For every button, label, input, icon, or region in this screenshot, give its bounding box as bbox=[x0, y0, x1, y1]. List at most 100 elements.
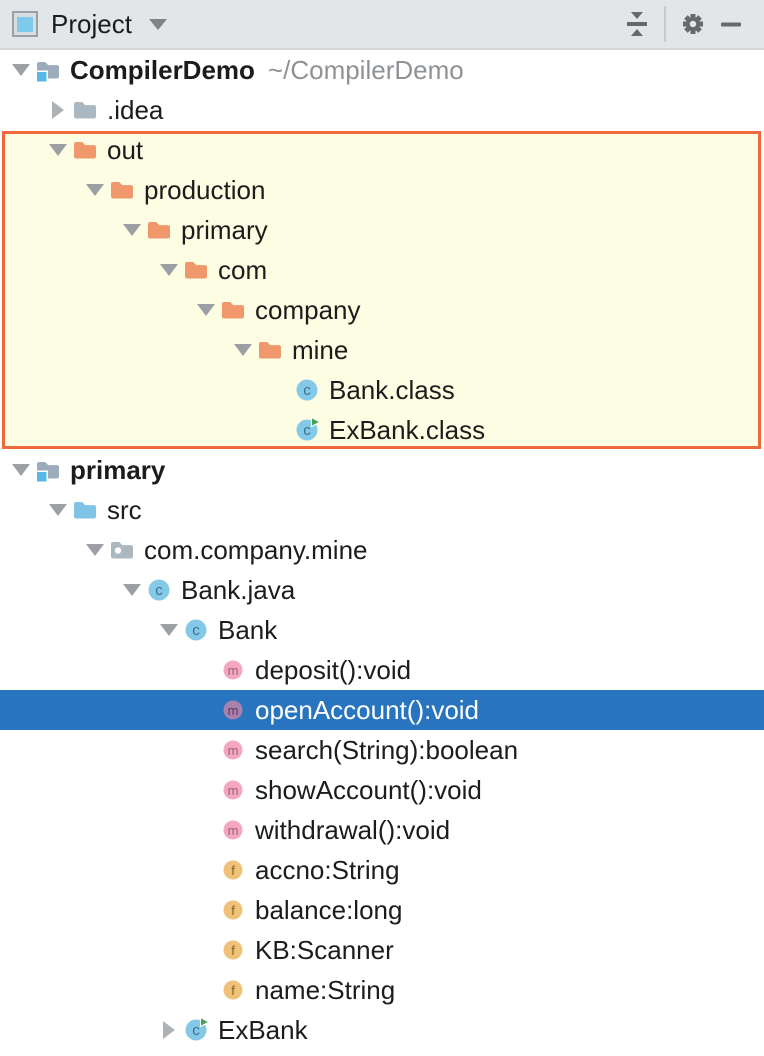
tree-row-label: .idea bbox=[107, 95, 164, 125]
tree-row-label: balance:long bbox=[255, 895, 403, 925]
chevron-spacer bbox=[267, 370, 293, 410]
svg-text:m: m bbox=[228, 743, 239, 758]
module-icon bbox=[35, 457, 61, 483]
svg-text:f: f bbox=[231, 943, 235, 958]
tree-row-label: src bbox=[107, 495, 142, 525]
indent-spacer bbox=[0, 510, 45, 511]
chevron-down-icon[interactable] bbox=[45, 130, 71, 170]
tree-row[interactable]: f balance:long bbox=[0, 890, 764, 930]
project-view-selector[interactable]: Project bbox=[12, 9, 167, 40]
method-icon: m bbox=[220, 697, 246, 723]
tree-row-label: search(String):boolean bbox=[255, 735, 519, 765]
tree-row-label: out bbox=[107, 135, 144, 165]
field-icon: f bbox=[220, 897, 246, 923]
tree-row-label: showAccount():void bbox=[255, 775, 482, 805]
tree-row-path: ~/CompilerDemo bbox=[267, 54, 464, 85]
indent-spacer bbox=[0, 990, 193, 991]
tree-row[interactable]: com.company.mine bbox=[0, 530, 764, 570]
field-icon: f bbox=[220, 977, 246, 1003]
package-icon bbox=[109, 537, 135, 563]
collapse-all-button[interactable] bbox=[618, 5, 656, 43]
indent-spacer bbox=[0, 70, 8, 71]
tool-window-title: Project bbox=[51, 8, 132, 39]
chevron-spacer bbox=[193, 690, 219, 730]
indent-spacer bbox=[0, 430, 267, 431]
indent-spacer bbox=[0, 830, 193, 831]
tree-row[interactable]: c Bank bbox=[0, 610, 764, 650]
settings-button[interactable] bbox=[674, 5, 712, 43]
chevron-down-icon[interactable] bbox=[119, 570, 145, 610]
tree-row[interactable]: m openAccount():void bbox=[0, 690, 764, 730]
tree-row-label: name:String bbox=[255, 975, 396, 1005]
project-tree: CompilerDemo ~/CompilerDemo .idea out produc… bbox=[0, 50, 764, 1050]
tree-row[interactable]: primary bbox=[0, 450, 764, 490]
tree-row-label: company bbox=[255, 295, 361, 325]
tree-row[interactable]: CompilerDemo ~/CompilerDemo bbox=[0, 50, 764, 90]
class-run-icon: c bbox=[294, 417, 320, 443]
method-icon: m bbox=[220, 737, 246, 763]
chevron-down-icon[interactable] bbox=[45, 490, 71, 530]
method-icon: m bbox=[220, 777, 246, 803]
svg-text:c: c bbox=[192, 622, 200, 639]
chevron-spacer bbox=[267, 410, 293, 450]
gear-icon bbox=[683, 14, 703, 34]
tree-row[interactable]: .idea bbox=[0, 90, 764, 130]
chevron-down-icon[interactable] bbox=[8, 450, 34, 490]
tree-row[interactable]: company bbox=[0, 290, 764, 330]
chevron-down-icon[interactable] bbox=[193, 290, 219, 330]
method-icon: m bbox=[220, 817, 246, 843]
tree-row[interactable]: f name:String bbox=[0, 970, 764, 1010]
tree-row-label: Bank.java bbox=[181, 575, 296, 605]
tree-row[interactable]: production bbox=[0, 170, 764, 210]
collapse-all-icon bbox=[627, 12, 647, 36]
chevron-right-icon[interactable] bbox=[156, 1010, 182, 1050]
chevron-down-icon[interactable] bbox=[156, 610, 182, 650]
indent-spacer bbox=[0, 110, 45, 111]
svg-text:m: m bbox=[228, 703, 239, 718]
tree-row[interactable]: m showAccount():void bbox=[0, 770, 764, 810]
chevron-right-icon[interactable] bbox=[45, 90, 71, 130]
folder-orange-icon bbox=[183, 257, 209, 283]
indent-spacer bbox=[0, 350, 230, 351]
folder-orange-icon bbox=[72, 137, 98, 163]
svg-text:c: c bbox=[303, 422, 311, 439]
chevron-spacer bbox=[193, 890, 219, 930]
tree-row-label: openAccount():void bbox=[255, 695, 480, 725]
tree-row[interactable]: out bbox=[0, 130, 764, 170]
chevron-down-icon[interactable] bbox=[8, 50, 34, 90]
indent-spacer bbox=[0, 1030, 156, 1031]
chevron-down-icon[interactable] bbox=[230, 330, 256, 370]
chevron-down-icon[interactable] bbox=[119, 210, 145, 250]
indent-spacer bbox=[0, 630, 156, 631]
tree-row[interactable]: primary bbox=[0, 210, 764, 250]
chevron-spacer bbox=[193, 730, 219, 770]
indent-spacer bbox=[0, 790, 193, 791]
tree-row[interactable]: com bbox=[0, 250, 764, 290]
tree-row-label: mine bbox=[292, 335, 349, 365]
tree-row[interactable]: src bbox=[0, 490, 764, 530]
indent-spacer bbox=[0, 670, 193, 671]
indent-spacer bbox=[0, 270, 156, 271]
chevron-down-icon[interactable] bbox=[82, 530, 108, 570]
chevron-down-icon[interactable] bbox=[156, 250, 182, 290]
chevron-down-icon[interactable] bbox=[82, 170, 108, 210]
class-icon: c bbox=[183, 617, 209, 643]
tree-row-label: Bank bbox=[218, 615, 278, 645]
field-icon: f bbox=[220, 937, 246, 963]
indent-spacer bbox=[0, 870, 193, 871]
tree-row[interactable]: mine bbox=[0, 330, 764, 370]
project-tool-window-icon bbox=[12, 11, 38, 37]
tree-row-label: com.company.mine bbox=[144, 535, 368, 565]
tree-row-label: CompilerDemo bbox=[70, 55, 255, 85]
chevron-spacer bbox=[193, 810, 219, 850]
hide-button[interactable] bbox=[712, 5, 750, 43]
tree-row[interactable]: m search(String):boolean bbox=[0, 730, 764, 770]
